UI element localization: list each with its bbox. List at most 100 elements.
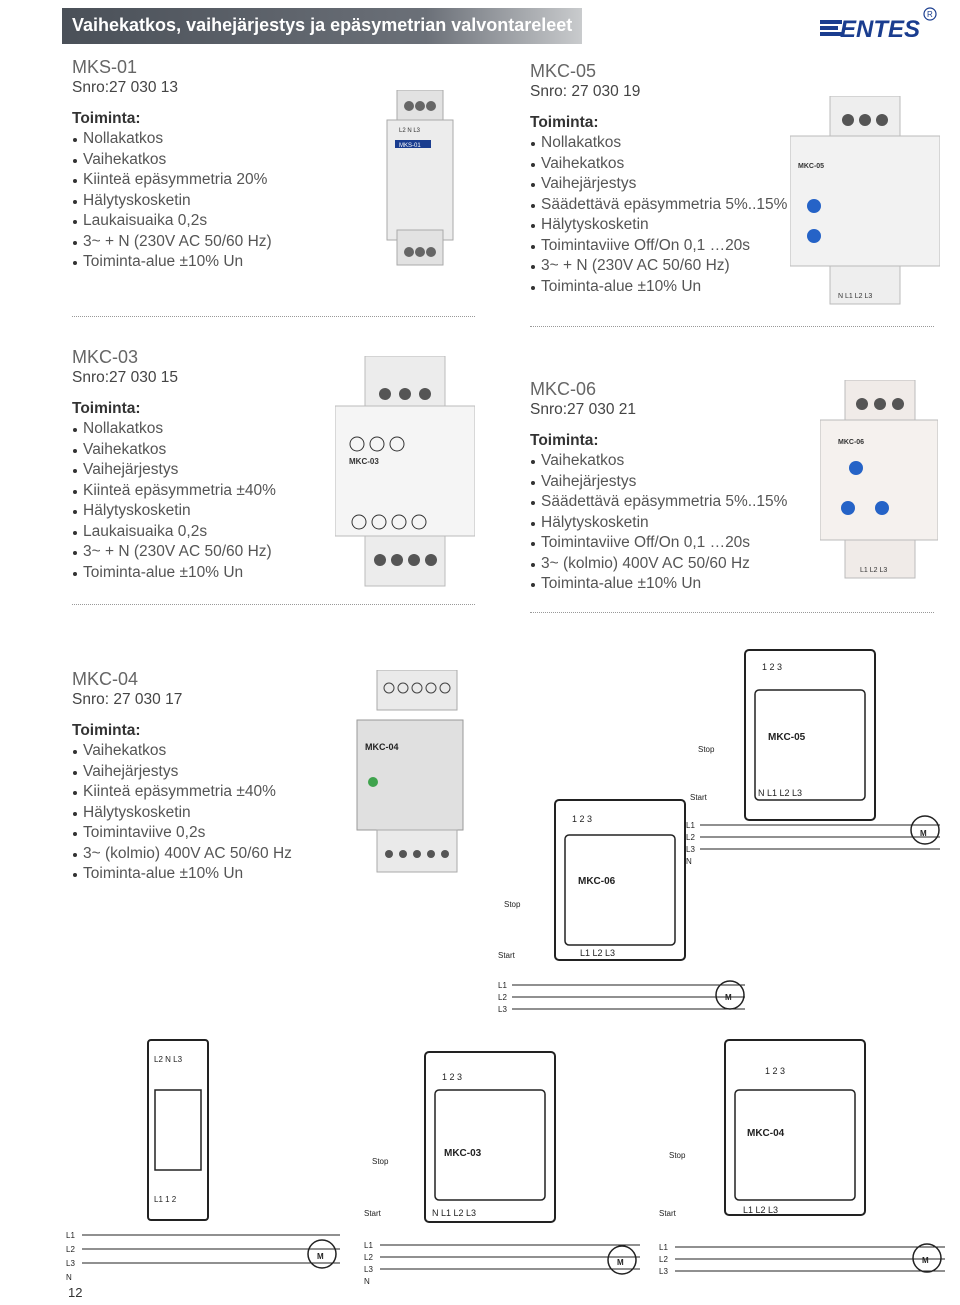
mkc06-device-image: MKC-06 L1 L2 L3 — [820, 380, 938, 579]
svg-text:MKC-06: MKC-06 — [838, 439, 864, 446]
wiring-diagram-mks01: L2 N L3 L1 1 2 L1 L2 L3 N M — [66, 1039, 340, 1280]
svg-text:1 2 3: 1 2 3 — [442, 1072, 462, 1082]
svg-text:N L1 L2 L3: N L1 L2 L3 — [838, 293, 872, 300]
feature-item: Vaihejärjestys — [72, 762, 292, 783]
entes-logo: ENTES R — [820, 7, 937, 43]
svg-text:R: R — [927, 10, 933, 19]
svg-text:N: N — [686, 857, 692, 865]
divider — [530, 326, 934, 327]
svg-text:L2 N L3: L2 N L3 — [399, 128, 421, 134]
feature-item: Säädettävä epäsymmetria 5%..15% — [530, 195, 787, 216]
mkc05-device-image: MKC-05 N L1 L2 L3 — [790, 96, 940, 305]
product-mkc04: MKC-04 Snro: 27 030 17 Toiminta: Vaiheka… — [72, 668, 292, 885]
svg-text:Stop: Stop — [669, 1151, 686, 1160]
svg-text:Start: Start — [659, 1209, 677, 1218]
svg-text:L1: L1 — [364, 1241, 373, 1250]
product-number: Snro:27 030 13 — [72, 79, 179, 96]
feature-item: Laukaisuaika 0,2s — [72, 522, 276, 543]
svg-text:L1: L1 — [659, 1243, 668, 1252]
divider — [72, 316, 475, 317]
feature-item: Nollakatkos — [72, 129, 272, 150]
svg-text:N L1 L2 L3: N L1 L2 L3 — [432, 1208, 476, 1218]
mks01-device-image: MKS-01 L2 N L3 — [386, 90, 454, 266]
svg-text:L3: L3 — [498, 1005, 507, 1014]
feature-item: Hälytyskosketin — [530, 513, 787, 534]
feature-item: Vaihekatkos — [530, 451, 787, 472]
svg-text:N: N — [66, 1273, 72, 1280]
wiring-diagram-mkc05: 1 2 3 MKC-05 N L1 L2 L3 Stop Start L1 L2… — [686, 649, 940, 865]
product-number: Snro:27 030 15 — [72, 369, 179, 386]
feature-item: Toiminta-alue ±10% Un — [72, 864, 292, 885]
wiring-diagram-mkc06: 1 2 3 MKC-06 L1 L2 L3 Stop Start L1 L2 L… — [498, 799, 745, 1014]
wiring-diagram-mkc04: 1 2 3 MKC-04 L1 L2 L3 Stop Start L1 L2 L… — [659, 1039, 945, 1276]
svg-text:1 2 3: 1 2 3 — [762, 662, 782, 672]
feature-item: Kiinteä epäsymmetria ±40% — [72, 782, 292, 803]
page-title: Vaihekatkos, vaihejärjestys ja epäsymetr… — [72, 15, 573, 35]
feature-item: Vaihejärjestys — [530, 174, 787, 195]
svg-text:M: M — [317, 1252, 324, 1261]
svg-text:Start: Start — [364, 1209, 382, 1218]
svg-text:M: M — [725, 993, 732, 1002]
svg-text:1 2 3: 1 2 3 — [572, 814, 592, 824]
feature-item: Toiminta-alue ±10% Un — [72, 563, 276, 584]
feature-item: Hälytyskosketin — [72, 191, 272, 212]
feature-item: Vaihejärjestys — [530, 472, 787, 493]
svg-text:1 2 3: 1 2 3 — [765, 1066, 785, 1076]
function-label: Toiminta: — [530, 113, 599, 131]
svg-text:L2: L2 — [66, 1245, 75, 1254]
svg-text:L1 1 2: L1 1 2 — [154, 1195, 177, 1204]
product-number: Snro:27 030 21 — [530, 401, 637, 418]
svg-text:M: M — [920, 829, 927, 838]
feature-item: Nollakatkos — [72, 419, 276, 440]
function-label: Toiminta: — [72, 721, 141, 739]
model-name: MKC-05 — [530, 61, 597, 81]
svg-text:L3: L3 — [364, 1265, 373, 1274]
svg-text:L2: L2 — [498, 993, 507, 1002]
divider — [72, 604, 475, 605]
divider — [530, 612, 934, 613]
feature-item: Laukaisuaika 0,2s — [72, 211, 272, 232]
svg-text:L1: L1 — [66, 1231, 75, 1240]
svg-text:N L1 L2 L3: N L1 L2 L3 — [758, 788, 802, 798]
feature-item: Kiinteä epäsymmetria ±40% — [72, 481, 276, 502]
svg-text:Stop: Stop — [372, 1157, 389, 1166]
product-number: Snro: 27 030 17 — [72, 691, 183, 708]
feature-item: 3~ + N (230V AC 50/60 Hz) — [530, 256, 787, 277]
svg-text:L1 L2 L3: L1 L2 L3 — [860, 567, 887, 574]
feature-item: Toiminta-alue ±10% Un — [530, 574, 787, 595]
feature-item: Toiminta-alue ±10% Un — [72, 252, 272, 273]
function-label: Toiminta: — [72, 399, 141, 417]
svg-text:MKC-05: MKC-05 — [798, 163, 824, 170]
mkc04-device-image: MKC-04 — [356, 670, 464, 873]
page-number: 12 — [68, 1285, 83, 1300]
feature-item: Säädettävä epäsymmetria 5%..15% — [530, 492, 787, 513]
feature-item: Toimintaviive 0,2s — [72, 823, 292, 844]
svg-text:L3: L3 — [66, 1259, 75, 1268]
svg-text:L3: L3 — [659, 1267, 668, 1276]
feature-item: Toiminta-alue ±10% Un — [530, 277, 787, 298]
feature-item: Vaihekatkos — [72, 150, 272, 171]
product-mkc05: MKC-05 Snro: 27 030 19 Toiminta: Nollaka… — [530, 60, 787, 297]
product-mkc03: MKC-03 Snro:27 030 15 Toiminta: Nollakat… — [72, 346, 276, 583]
svg-text:L2: L2 — [659, 1255, 668, 1264]
product-mks01: MKS-01 Snro:27 030 13 Toiminta: Nollakat… — [72, 56, 272, 273]
svg-text:Start: Start — [690, 793, 708, 802]
svg-text:L2: L2 — [364, 1253, 373, 1262]
feature-item: Nollakatkos — [530, 133, 787, 154]
svg-text:L2 N L3: L2 N L3 — [154, 1055, 183, 1064]
function-label: Toiminta: — [530, 431, 599, 449]
feature-item: Vaihekatkos — [72, 440, 276, 461]
wiring-diagram-mkc03: 1 2 3 MKC-03 N L1 L2 L3 Stop Start L1 L2… — [364, 1051, 640, 1285]
feature-item: Vaihekatkos — [530, 154, 787, 175]
svg-text:MKC-03: MKC-03 — [349, 457, 379, 466]
svg-text:MKC-03: MKC-03 — [444, 1148, 482, 1159]
svg-text:L1 L2 L3: L1 L2 L3 — [743, 1205, 778, 1215]
feature-item: Vaihekatkos — [72, 741, 292, 762]
svg-text:L1: L1 — [686, 821, 695, 830]
model-name: MKS-01 — [72, 57, 138, 77]
svg-text:L2: L2 — [686, 833, 695, 842]
svg-text:MKC-04: MKC-04 — [365, 742, 399, 752]
function-label: Toiminta: — [72, 109, 141, 127]
svg-text:MKC-05: MKC-05 — [768, 732, 806, 743]
svg-text:M: M — [617, 1258, 624, 1267]
